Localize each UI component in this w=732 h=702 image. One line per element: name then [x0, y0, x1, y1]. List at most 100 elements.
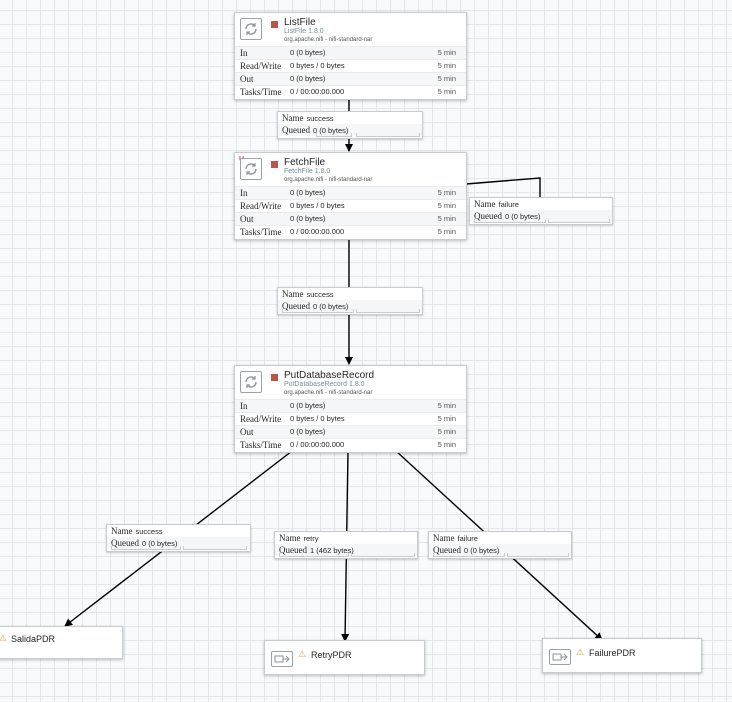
queue-bar-left [279, 553, 349, 557]
stat-value: 0 (0 bytes) [290, 74, 326, 83]
port-name: SalidaPDR [11, 634, 56, 644]
queue-bar-left [433, 553, 505, 557]
connection-queued-label: Queued [282, 301, 310, 311]
stat-time: 5 min [437, 61, 456, 70]
stat-time: 5 min [437, 427, 456, 436]
stat-value: 0 (0 bytes) [290, 214, 326, 223]
stats-row-in: In 0 (0 bytes) 5 min [235, 186, 466, 199]
stat-value: 0 (0 bytes) [290, 48, 326, 57]
stat-time: 5 min [437, 188, 456, 197]
stopped-status-icon [271, 21, 278, 28]
connection-queued: 0 (0 bytes) [313, 302, 349, 311]
processor-type: FetchFile 1.8.0 [284, 168, 331, 175]
stat-label: Out [240, 74, 254, 84]
queue-bar-right [356, 309, 420, 313]
stat-label: In [240, 401, 248, 411]
processor-listfile[interactable]: ListFile ListFile 1.8.0 org.apache.nifi … [234, 12, 467, 100]
processor-icon [240, 18, 262, 40]
queue-bar-left [316, 133, 352, 137]
stats-row-in: In 0 (0 bytes) 5 min [235, 46, 466, 59]
output-port-failurepdr[interactable]: ⚠ FailurePDR [542, 638, 702, 673]
stat-label: Read/Write [240, 414, 282, 424]
output-port-salidapdr[interactable]: ⚠ SalidaPDR [0, 626, 123, 659]
connection-name: failure [498, 200, 519, 209]
stat-time: 5 min [437, 48, 456, 57]
stat-value: 0 bytes / 0 bytes [290, 61, 345, 70]
stat-label: Out [240, 214, 254, 224]
processor-bundle: org.apache.nifi - nifi-standard-nar [284, 177, 373, 183]
stat-value: 0 bytes / 0 bytes [290, 201, 345, 210]
connection-name: success [306, 290, 334, 299]
processor-bundle: org.apache.nifi - nifi-standard-nar [284, 390, 373, 396]
connection-name-label: Name [474, 199, 496, 209]
stat-label: Tasks/Time [240, 440, 282, 450]
queue-bar-right [507, 553, 569, 557]
stats-row-tasks-time: Tasks/Time 0 / 00:00:00.000 5 min [235, 85, 466, 98]
warning-icon: ⚠ [0, 633, 8, 643]
stat-time: 5 min [437, 440, 456, 449]
processor-name: FetchFile [284, 157, 326, 168]
stat-value: 0 (0 bytes) [290, 427, 326, 436]
connection-queued: 0 (0 bytes) [464, 546, 500, 555]
connection-name-label: Name [279, 533, 301, 543]
stat-label: In [240, 188, 248, 198]
processor-putdatabaserecord[interactable]: PutDatabaseRecord PutDatabaseRecord 1.8.… [234, 365, 467, 453]
stat-time: 5 min [437, 74, 456, 83]
connection-name: failure [457, 534, 478, 543]
queue-bar-left [474, 219, 546, 223]
stat-time: 5 min [437, 414, 456, 423]
stat-value: 0 / 00:00:00.000 [290, 227, 345, 236]
processor-type: ListFile 1.8.0 [284, 28, 324, 35]
stats-row-read-write: Read/Write 0 bytes / 0 bytes 5 min [235, 199, 466, 212]
stat-time: 5 min [437, 87, 456, 96]
stat-label: Read/Write [240, 201, 282, 211]
connection-name: success [135, 527, 163, 536]
output-port-icon [549, 649, 571, 665]
stats-row-out: Out 0 (0 bytes) 5 min [235, 212, 466, 225]
port-name: FailurePDR [589, 648, 636, 658]
queue-bar-left [111, 546, 181, 550]
stats-row-out: Out 0 (0 bytes) 5 min [235, 72, 466, 85]
connection-queued: 0 (0 bytes) [505, 212, 541, 221]
stat-label: In [240, 48, 248, 58]
connection-name: retry [303, 534, 319, 543]
connection-name-label: Name [282, 289, 304, 299]
stat-value: 0 (0 bytes) [290, 401, 326, 410]
stat-time: 5 min [437, 227, 456, 236]
stat-label: Tasks/Time [240, 87, 282, 97]
stat-time: 5 min [437, 201, 456, 210]
connection-name: success [306, 114, 334, 123]
queue-bar-left [282, 309, 354, 313]
stat-time: 5 min [437, 214, 456, 223]
stat-value: 0 / 00:00:00.000 [290, 87, 345, 96]
connection-name-label: Name [111, 526, 133, 536]
connection-queued-label: Queued [474, 211, 502, 221]
stat-time: 5 min [437, 401, 456, 410]
output-port-icon [271, 651, 293, 667]
warning-icon: ⚠ [298, 649, 307, 659]
queue-bar-right [356, 133, 420, 137]
processor-fetchfile[interactable]: U FetchFile FetchFile 1.8.0 org.apache.n… [234, 152, 467, 240]
stats-row-in: In 0 (0 bytes) 5 min [235, 399, 466, 412]
processor-type: PutDatabaseRecord 1.8.0 [284, 381, 365, 388]
output-port-retrypdr[interactable]: ⚠ RetryPDR [264, 640, 425, 675]
connection-queued-label: Queued [111, 538, 139, 548]
warning-icon: ⚠ [576, 647, 585, 657]
stopped-status-icon [271, 374, 278, 381]
queue-bar-right [183, 546, 247, 550]
stat-value: 0 (0 bytes) [290, 188, 326, 197]
connection-queued-label: Queued [279, 545, 307, 555]
processor-icon [240, 158, 262, 180]
connection-queued-label: Queued [282, 125, 310, 135]
processor-icon [240, 371, 262, 393]
